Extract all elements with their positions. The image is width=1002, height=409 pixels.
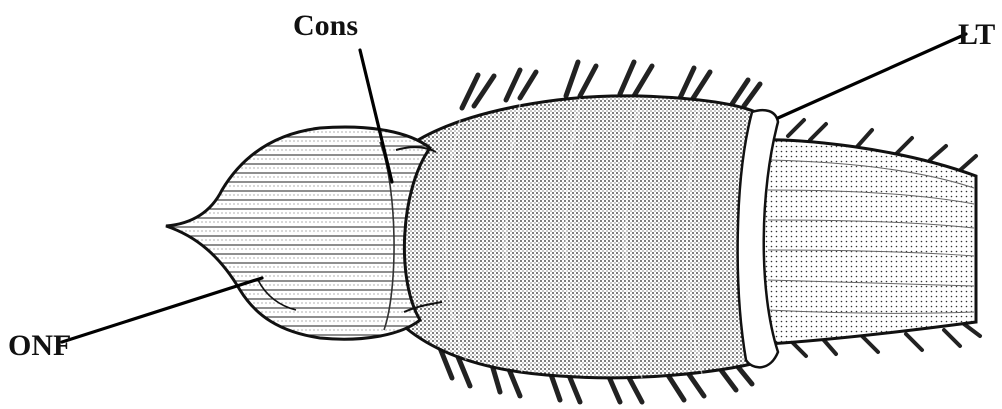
seta bbox=[964, 324, 980, 336]
seta bbox=[566, 62, 578, 96]
seta bbox=[520, 72, 536, 98]
seta bbox=[744, 84, 760, 106]
seta bbox=[930, 146, 946, 160]
seta bbox=[506, 70, 520, 100]
seta bbox=[856, 130, 872, 148]
seta bbox=[580, 66, 596, 96]
seta bbox=[810, 124, 826, 140]
seta bbox=[634, 66, 652, 96]
seta bbox=[862, 336, 878, 352]
seta bbox=[906, 334, 922, 350]
seta bbox=[896, 138, 912, 154]
seta bbox=[680, 68, 694, 98]
onf-leader-line bbox=[62, 278, 262, 342]
seta bbox=[692, 72, 710, 100]
lt-label: LT bbox=[958, 18, 995, 51]
seta bbox=[944, 330, 960, 346]
lt-leader-line bbox=[778, 34, 966, 118]
cons-label: Cons bbox=[293, 9, 358, 42]
onf-label: ONF bbox=[8, 329, 71, 362]
main-segment bbox=[396, 96, 760, 378]
seta bbox=[620, 62, 634, 94]
seta bbox=[788, 120, 804, 136]
